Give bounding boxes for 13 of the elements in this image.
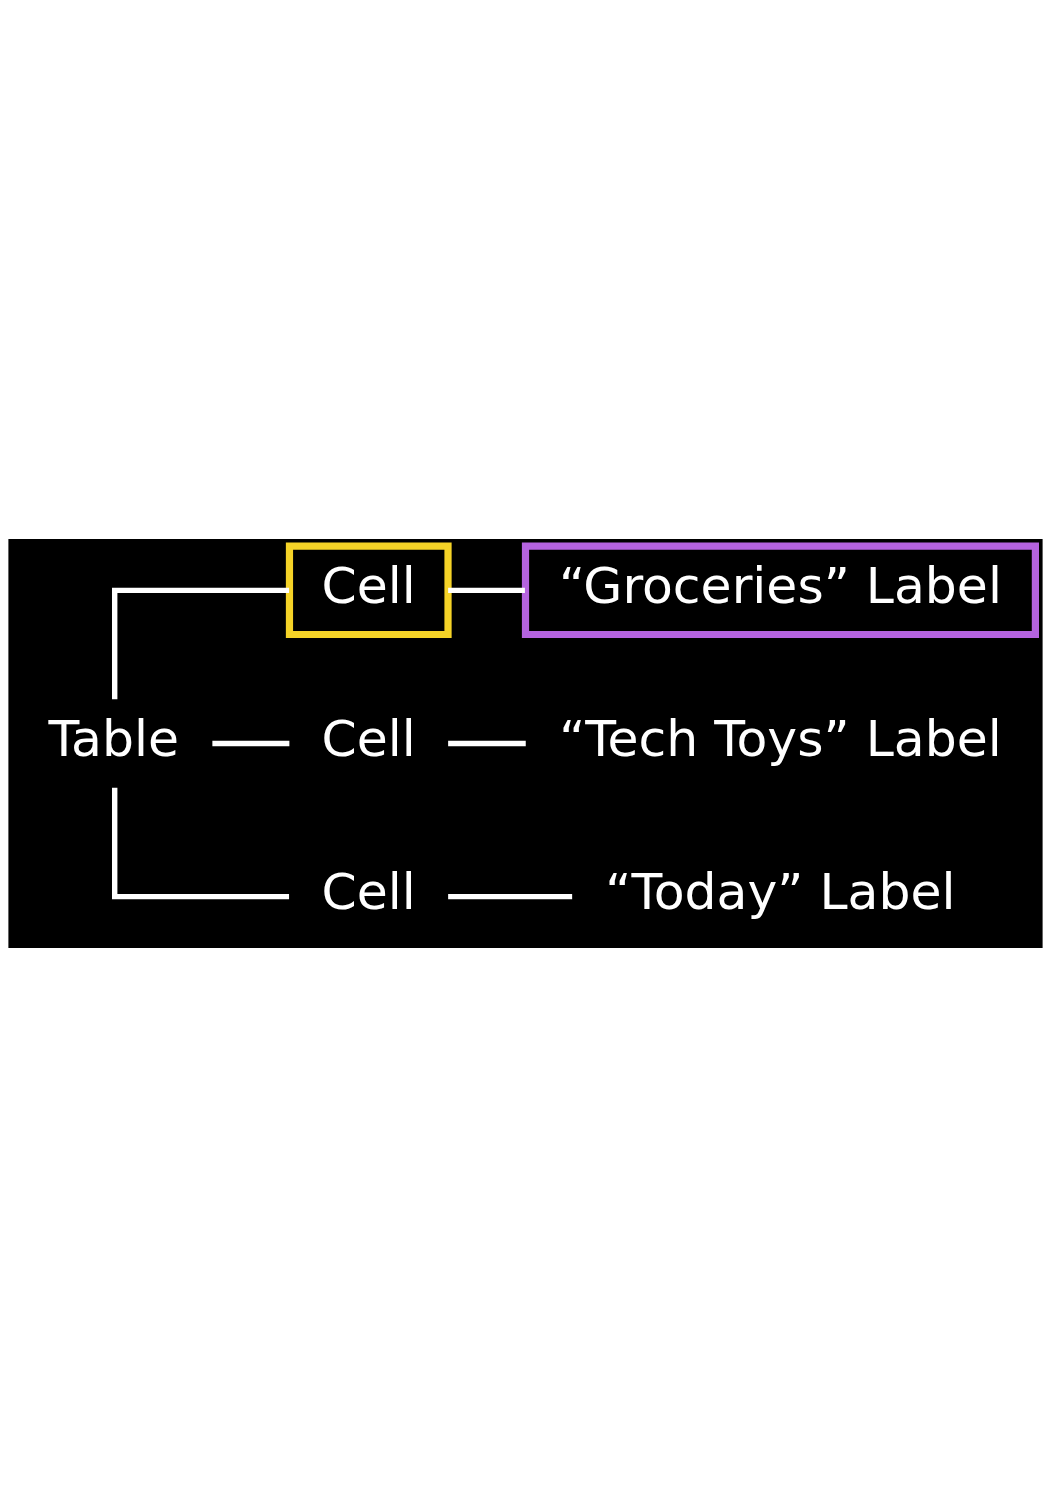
node-text: Table [48,708,180,768]
node-text: Cell [321,862,416,922]
connector [448,740,526,747]
node-text: Cell [321,708,416,768]
node-box: “Groceries” Label [521,542,1039,639]
node-box: Cell [285,542,452,639]
connector [448,893,573,900]
connector [448,587,525,594]
connector [112,587,290,700]
node-text: “Tech Toys” Label [559,708,1002,768]
node-text: “Today” Label [605,862,956,922]
connector [112,787,290,900]
connector [212,740,290,747]
